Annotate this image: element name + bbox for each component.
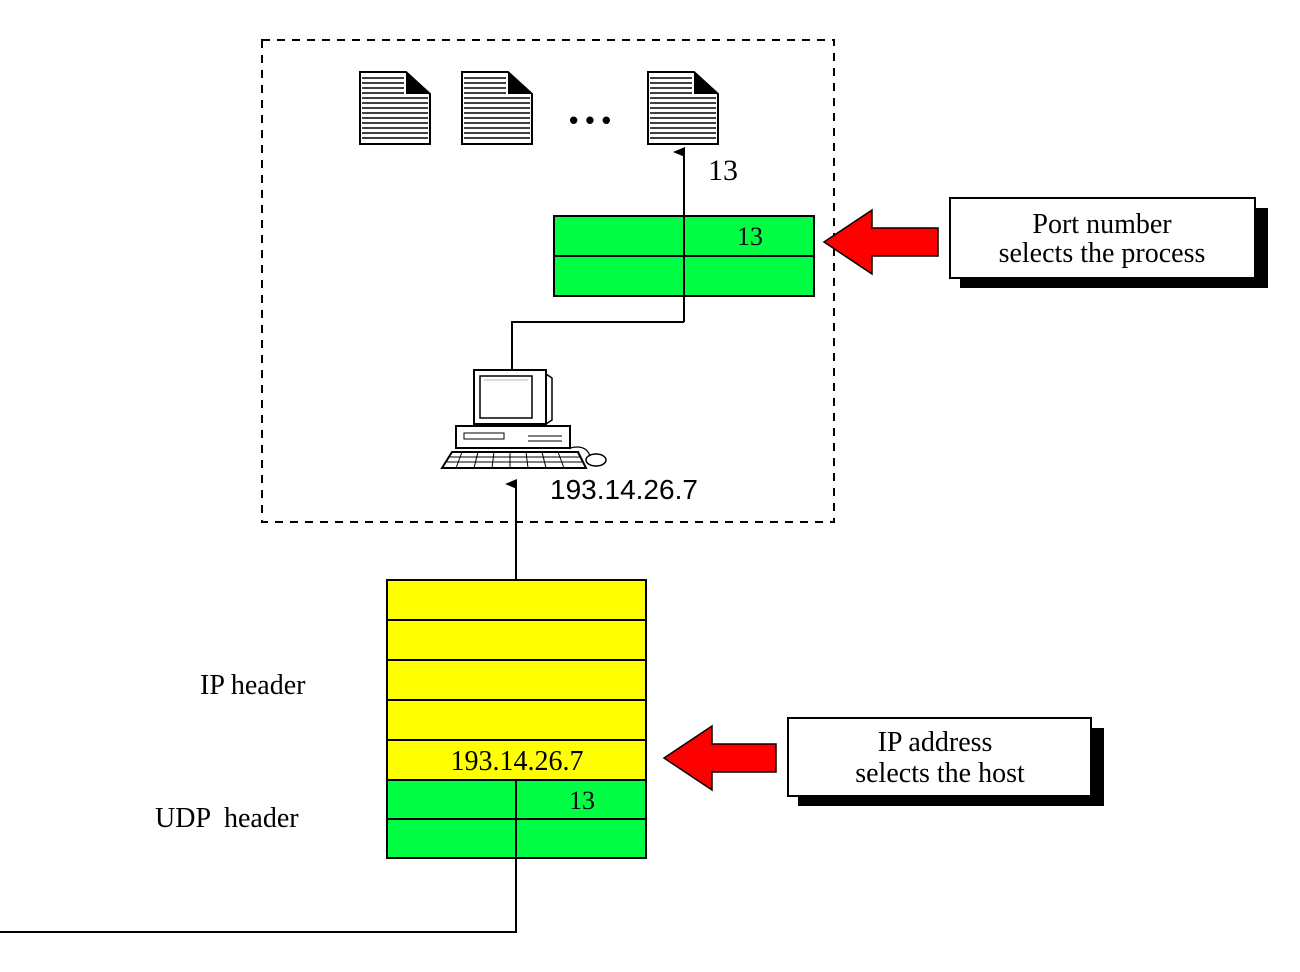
process-port-label: 13	[708, 154, 738, 187]
host-udp-header-block	[553, 215, 815, 297]
process-ellipsis: • • •	[569, 105, 611, 135]
ip-header-block	[386, 579, 647, 781]
port-callout-line1: Port number	[1032, 209, 1172, 240]
computer-icon	[440, 369, 607, 469]
packet-ip-address: 193.14.26.7	[451, 746, 584, 777]
process-document-icon-3	[647, 71, 719, 145]
ip-callout-line2: selects the host	[855, 758, 1025, 789]
port-callout-box	[949, 197, 1268, 288]
process-document-icon-2	[461, 71, 533, 145]
host-ip-address: 193.14.26.7	[550, 474, 698, 505]
ip-selector-arrow	[662, 724, 777, 792]
incoming-packet-line	[0, 858, 517, 933]
computer-to-udp-line	[511, 321, 684, 370]
port-callout-line2: selects the process	[999, 238, 1206, 269]
packet-udp-port: 13	[569, 786, 595, 815]
ip-callout-line1: IP address	[878, 727, 993, 758]
port-selector-arrow	[822, 208, 939, 276]
ip-callout-box	[787, 717, 1104, 806]
host-boundary	[261, 39, 835, 523]
process-document-icon-1	[359, 71, 431, 145]
udp-header-block	[386, 779, 647, 859]
udp-header-label: UDP header	[155, 803, 299, 834]
host-udp-port: 13	[737, 222, 763, 251]
ip-header-label: IP header	[200, 670, 306, 701]
